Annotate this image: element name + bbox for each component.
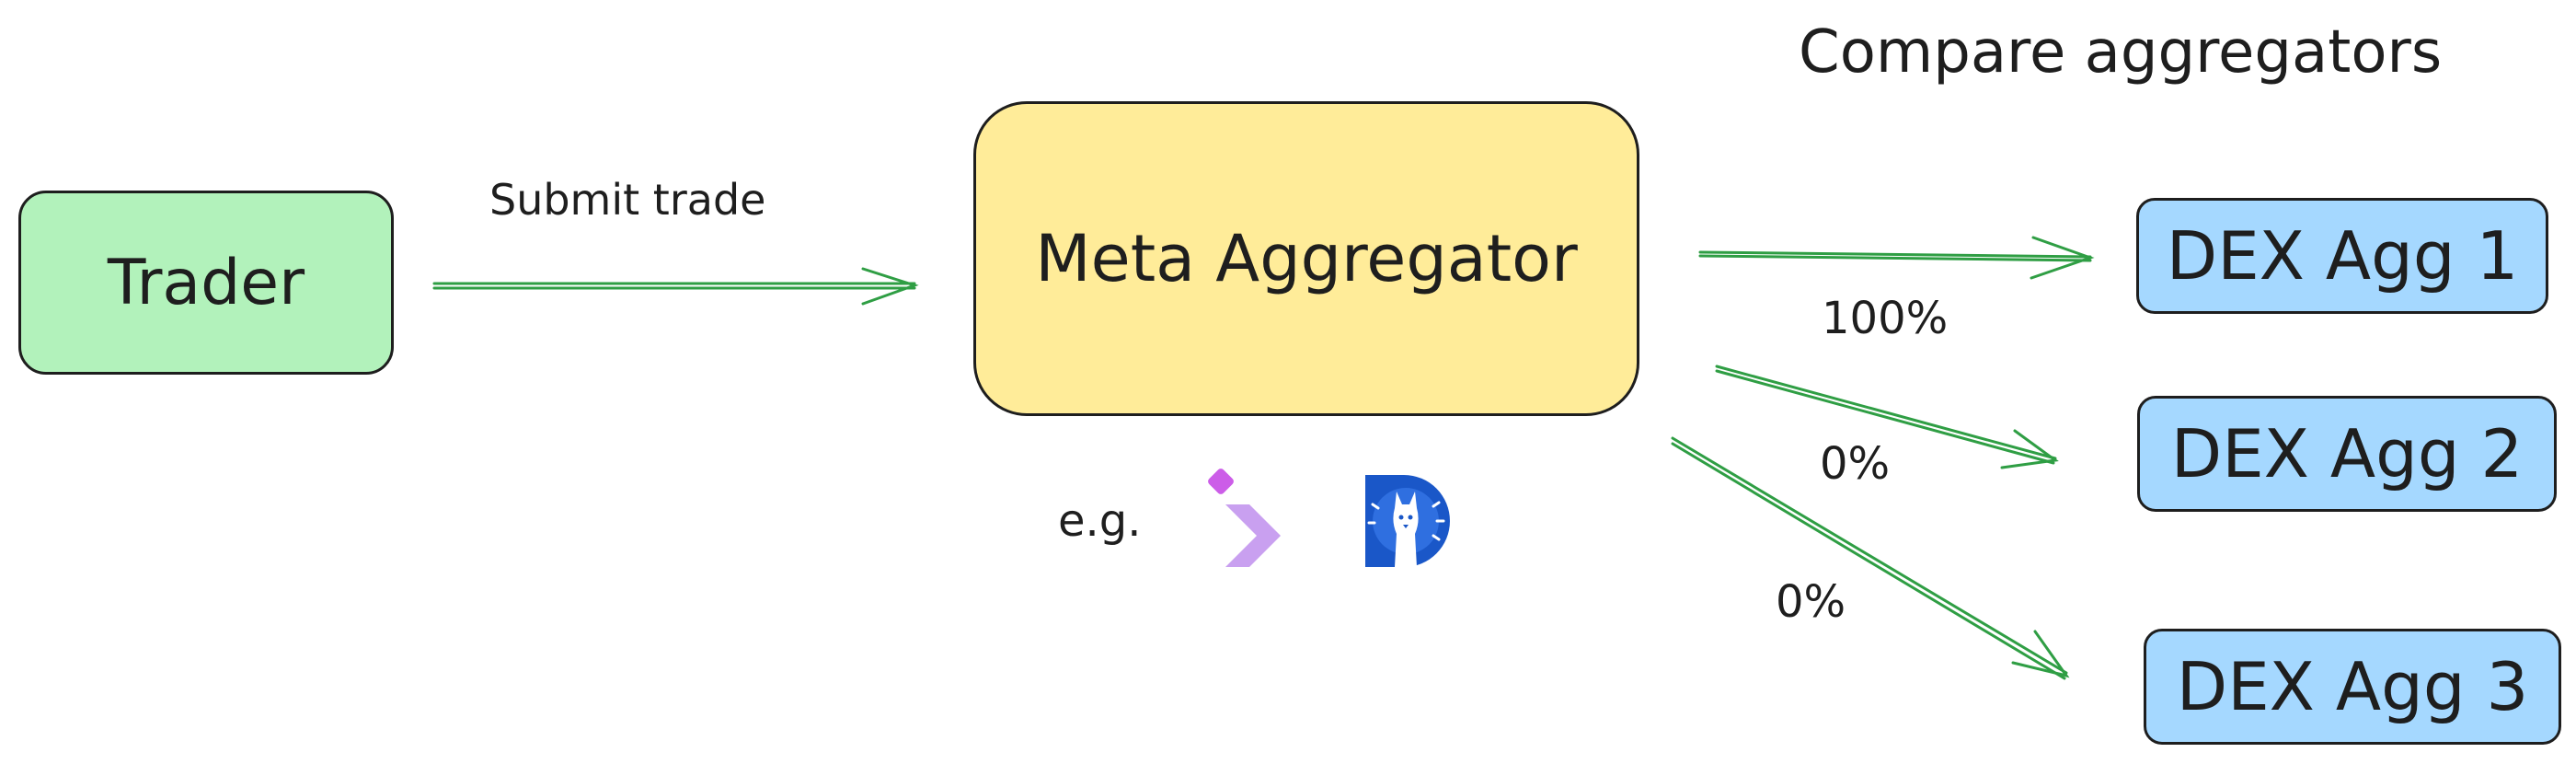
split-label-dex-3: 0%: [1776, 576, 1846, 628]
diagram-title: Compare aggregators: [1799, 18, 2443, 87]
dex-agg-1-label: DEX Agg 1: [2166, 217, 2519, 295]
trader-node: Trader: [18, 191, 394, 375]
split-label-dex-1: 100%: [1822, 293, 1949, 344]
dex-agg-1-node: DEX Agg 1: [2136, 198, 2548, 314]
meta-aggregator-node: Meta Aggregator: [973, 101, 1639, 416]
example-logo-2-icon: [1365, 475, 1450, 567]
dex-agg-3-node: DEX Agg 3: [2144, 629, 2561, 745]
dex-agg-3-label: DEX Agg 3: [2176, 648, 2529, 725]
dex-agg-2-label: DEX Agg 2: [2170, 415, 2524, 492]
submit-trade-label: Submit trade: [489, 175, 766, 225]
trader-label: Trader: [107, 246, 305, 319]
split-label-dex-2: 0%: [1820, 438, 1891, 490]
arrow-to-dex-agg-3: [1671, 436, 2070, 680]
example-logo-1-icon: [1208, 469, 1281, 567]
arrow-submit-trade: [432, 267, 919, 306]
arrow-to-dex-agg-1: [1698, 236, 2095, 280]
dex-agg-2-node: DEX Agg 2: [2137, 396, 2557, 512]
arrow-to-dex-agg-2: [1715, 365, 2059, 469]
meta-aggregator-label: Meta Aggregator: [1035, 221, 1578, 296]
example-label: e.g.: [1058, 495, 1142, 547]
